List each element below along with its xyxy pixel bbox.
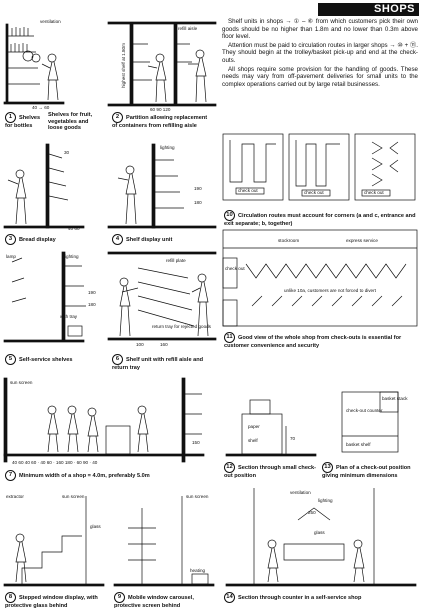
figure-6-drawing: refill plate return tray for rejected go… <box>107 251 217 347</box>
dimension-label: 190 <box>194 186 202 191</box>
dimension-label: 150 <box>192 440 200 445</box>
glass-label: glass <box>314 530 325 535</box>
with-tray-label: with tray <box>60 314 78 319</box>
dimension-label: 60 90 120 <box>150 107 171 112</box>
figure-number: 4 <box>112 234 123 245</box>
figure-number: 13 <box>322 462 333 473</box>
figure-9-drawing: sun screen heating <box>113 494 215 587</box>
lighting-label: lighting <box>318 498 333 503</box>
ventilation-label: ventilation <box>290 490 311 495</box>
figure-13-drawing: basket stack check-out counter basket sh… <box>341 391 408 453</box>
figure-5-drawing: lamp lighting with tray 190 180 <box>3 251 96 343</box>
figure-number: 12 <box>224 462 235 473</box>
dimension-label: 160 <box>160 342 168 347</box>
extractor-label: extractor <box>6 494 24 499</box>
basket-shelf-label: basket shelf <box>346 442 371 447</box>
figure-1-drawing: ventilation 40 → 60 <box>3 19 65 110</box>
figure-11-drawing: stockroom express service check out unli… <box>222 229 418 327</box>
figure-number: 3 <box>5 234 16 245</box>
intro-text: Shelf units in shops → ① – ⑥ from which … <box>222 18 418 89</box>
figure-number: 11 <box>224 332 235 343</box>
return-tray-label: return tray for rejected goods <box>152 324 212 329</box>
figure-4-drawing: lighting 190 180 <box>107 143 217 229</box>
figure-number: 2 <box>112 112 123 123</box>
highest-shelf-label: highest shelf at 1.80m <box>121 43 126 88</box>
dimension-label: 250 <box>308 510 316 515</box>
figure-number: 9 <box>114 592 125 603</box>
figure-1-caption-b: Shelves for fruit, vegetables and loose … <box>48 112 93 132</box>
figure-7-drawing: sun screen 150 40 60 40 60 · 40 60 · 160… <box>3 377 205 465</box>
refill-aisle-label: refill aisle <box>178 26 198 31</box>
check-out-label: check out <box>238 188 258 193</box>
sun-screen-label: sun screen <box>10 380 33 385</box>
check-out-label: check out <box>304 190 324 195</box>
paper-label: paper <box>248 424 260 429</box>
glass-label: glass <box>90 524 101 529</box>
shelf-label: shelf <box>248 438 258 443</box>
heating-label: heating <box>190 568 206 573</box>
figure-10-drawing: check out check out check out <box>222 133 416 201</box>
check-out-counter-label: check-out counter <box>346 408 383 413</box>
lamp-label: lamp <box>6 254 16 259</box>
ventilation-label: ventilation <box>40 19 61 24</box>
figure-number: 6 <box>112 354 123 365</box>
express-service-label: express service <box>346 238 378 243</box>
intro-paragraph: All shops require some provision for the… <box>222 65 418 88</box>
figure-number: 10 <box>224 210 235 221</box>
dimension-label: 180 <box>88 302 96 307</box>
intro-paragraph: Shelf units in shops → ① – ⑥ from which … <box>222 18 418 41</box>
dimension-label: 40 60 40 60 · 40 60 · 160 180 · 60 90 · … <box>12 460 98 465</box>
figure-number: 14 <box>224 592 235 603</box>
sun-screen-label: sun screen <box>186 494 209 499</box>
figure-number: 8 <box>5 592 16 603</box>
lighting-label: lighting <box>64 254 79 259</box>
sun-screen-label: sun screen <box>62 494 85 499</box>
figure-2-drawing: refill aisle highest shelf at 1.80m 60 9… <box>107 21 217 112</box>
dimension-label: 30 <box>64 150 70 155</box>
check-out-label: check out <box>364 190 384 195</box>
dimension-label: 190 <box>88 290 96 295</box>
figure-number: 7 <box>5 470 16 481</box>
check-out-label: check out <box>225 266 245 271</box>
dimension-label: 70 <box>290 436 296 441</box>
figure-3-drawing: 30 40 60 <box>3 143 85 231</box>
figure-14-drawing: ventilation lighting glass 250 <box>225 488 417 587</box>
figure-number: 1 <box>5 112 16 123</box>
dimension-label: 40 60 <box>68 226 80 231</box>
figure-number: 5 <box>5 354 16 365</box>
page-title: SHOPS <box>318 3 419 16</box>
figure-12-drawing: paper shelf 70 <box>225 399 317 457</box>
figure-8-drawing: extractor sun screen glass <box>3 494 105 587</box>
stockroom-label: stockroom <box>278 238 299 243</box>
dimension-label: 40 → 60 <box>32 105 50 110</box>
basket-stack-label: basket stack <box>382 396 408 401</box>
intro-paragraph: Attention must be paid to circulation ro… <box>222 41 418 64</box>
note-label: unlike 10a, customers are not forced to … <box>284 288 377 293</box>
dimension-label: 180 <box>194 200 202 205</box>
dimension-label: 100 <box>136 342 144 347</box>
refill-plate-label: refill plate <box>166 258 186 263</box>
lighting-label: lighting <box>160 145 175 150</box>
